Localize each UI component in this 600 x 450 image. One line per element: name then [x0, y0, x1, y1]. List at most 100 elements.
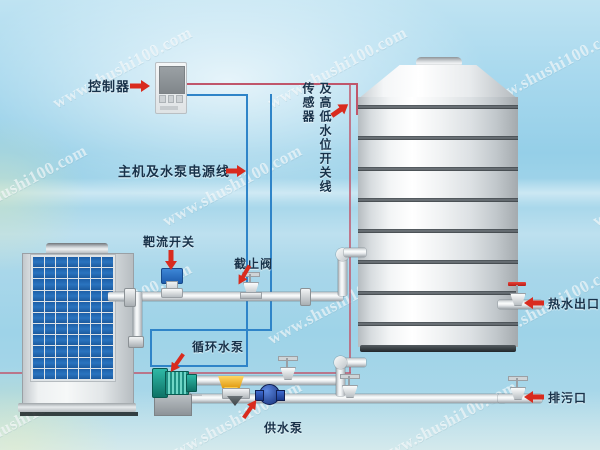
heat-pump-coil-cell	[102, 335, 113, 346]
drain-valve[interactable]	[505, 376, 529, 400]
flow-switch-device[interactable]	[160, 268, 183, 298]
heat-pump-coil-cell	[102, 324, 113, 335]
heat-pump-coil-cell	[90, 257, 102, 268]
arrow-drain-icon	[524, 391, 544, 403]
heat-pump-coil-grid	[30, 254, 116, 382]
heat-pump-coil-cell	[90, 301, 102, 312]
heat-pump-coil-cell	[102, 290, 113, 301]
supply-pump-outlet	[276, 390, 285, 401]
gate-valve-a-body	[280, 367, 296, 380]
circulation-pump-motor	[165, 371, 189, 395]
supply-pump-unit[interactable]	[255, 384, 285, 408]
heat-pump-coil-cell	[102, 346, 113, 357]
heat-pump-coil-cell	[79, 268, 90, 279]
gate-valve-b-stem	[348, 376, 350, 386]
heat-pump-coil-cell	[44, 279, 56, 290]
drain-valve-stem	[516, 378, 518, 388]
water-tank[interactable]	[358, 57, 518, 357]
heat-pump-coil-cell	[90, 279, 102, 290]
power-line-mid	[150, 329, 272, 331]
tank-rib	[358, 198, 518, 202]
heat-pump-coil-cell	[90, 368, 102, 379]
heat-pump-coil-cell	[44, 368, 56, 379]
sensor-cable-floor-run	[120, 372, 351, 374]
heat-pump-coil-cell	[56, 257, 67, 268]
controller-button-2[interactable]	[167, 95, 175, 103]
heat-pump-coil-cell	[79, 279, 90, 290]
heat-pump-coil-cell	[56, 368, 67, 379]
heat-pump-coil-cell	[44, 290, 56, 301]
arrow-hot-water-icon	[524, 297, 544, 309]
hot-water-valve-handwheel[interactable]	[508, 282, 526, 286]
heat-pump-coil-cell	[90, 324, 102, 335]
heat-pump-shadow	[20, 412, 138, 416]
strainer-body	[218, 376, 244, 388]
heat-pump-coil-cell	[44, 257, 56, 268]
heat-pump-coil-cell	[33, 324, 44, 335]
heat-pump-coil-cell	[56, 268, 67, 279]
controller-button-1[interactable]	[159, 95, 166, 103]
heat-pump-unit[interactable]	[18, 243, 140, 418]
heat-pump-coil-cell	[67, 268, 79, 279]
pipe-union-right	[300, 288, 311, 306]
gate-valve-a-handwheel[interactable]	[278, 356, 298, 361]
controller-button-3[interactable]	[176, 95, 184, 103]
label-supply-pump: 供水泵	[264, 421, 304, 435]
heat-pump-coil-cell	[79, 335, 90, 346]
heat-pump-coil-cell	[56, 312, 67, 324]
label-controller: 控制器	[88, 80, 131, 95]
heat-pump-coil-cell	[90, 268, 102, 279]
tank-rib	[358, 167, 518, 171]
controller-unit[interactable]	[155, 62, 187, 114]
heat-pump-coil-cell	[90, 312, 102, 324]
tank-dome	[358, 65, 518, 99]
controller-buttons[interactable]	[159, 95, 184, 103]
power-line-bottom	[150, 365, 248, 367]
heat-pump-coil-cell	[90, 346, 102, 357]
pipe-tank-upper-inlet	[344, 248, 366, 257]
heat-pump-coil-cell	[56, 324, 67, 335]
label-stop-valve: 截止阀	[234, 257, 274, 271]
heat-pump-coil-cell	[56, 346, 67, 357]
label-drain-out: 排污口	[548, 391, 588, 405]
hot-water-valve[interactable]	[505, 282, 529, 306]
stop-valve-device[interactable]	[238, 272, 262, 299]
tank-rib	[358, 291, 518, 295]
heat-pump-coil-cell	[67, 357, 79, 368]
check-valve	[222, 388, 250, 406]
tank-rib	[358, 322, 518, 326]
circulation-pump-unit[interactable]	[152, 366, 198, 416]
drain-valve-handwheel[interactable]	[508, 376, 528, 381]
heat-pump-coil-cell	[33, 290, 44, 301]
heat-pump-coil-cell	[102, 357, 113, 368]
heat-pump-coil-cell	[67, 312, 79, 324]
gate-valve-lower-b[interactable]	[337, 374, 361, 398]
pipe-tank-bottom-inlet	[340, 358, 366, 367]
heat-pump-coil-cell	[56, 290, 67, 301]
heat-pump-coil-cell	[67, 335, 79, 346]
check-valve-cone	[227, 396, 243, 406]
gate-valve-lower-a[interactable]	[275, 356, 299, 380]
gate-valve-a-stem	[286, 358, 288, 368]
heat-pump-coil-cell	[33, 368, 44, 379]
pipe-unit-downcomer	[133, 292, 142, 344]
heat-pump-coil-cell	[79, 324, 90, 335]
heat-pump-coil-cell	[79, 290, 90, 301]
pipe-union-downcomer	[128, 336, 144, 348]
pipe-upper-horizontal	[108, 292, 343, 301]
heat-pump-coil-cell	[44, 346, 56, 357]
heat-pump-coil-cell	[44, 324, 56, 335]
sensor-signal-line-horizontal	[186, 83, 358, 85]
heat-pump-coil-cell	[102, 279, 113, 290]
label-flow-switch: 靶流开关	[143, 235, 196, 249]
heat-pump-coil-cell	[102, 368, 113, 379]
heat-pump-coil-cell	[79, 301, 90, 312]
arrow-flow-switch-icon	[165, 250, 177, 270]
arrow-controller-icon	[130, 80, 150, 92]
heat-pump-coil-cell	[44, 301, 56, 312]
heat-pump-coil-cell	[102, 312, 113, 324]
arrow-stop-valve-icon	[234, 263, 254, 287]
gate-valve-b-handwheel[interactable]	[340, 374, 360, 379]
heat-pump-coil-cell	[44, 312, 56, 324]
